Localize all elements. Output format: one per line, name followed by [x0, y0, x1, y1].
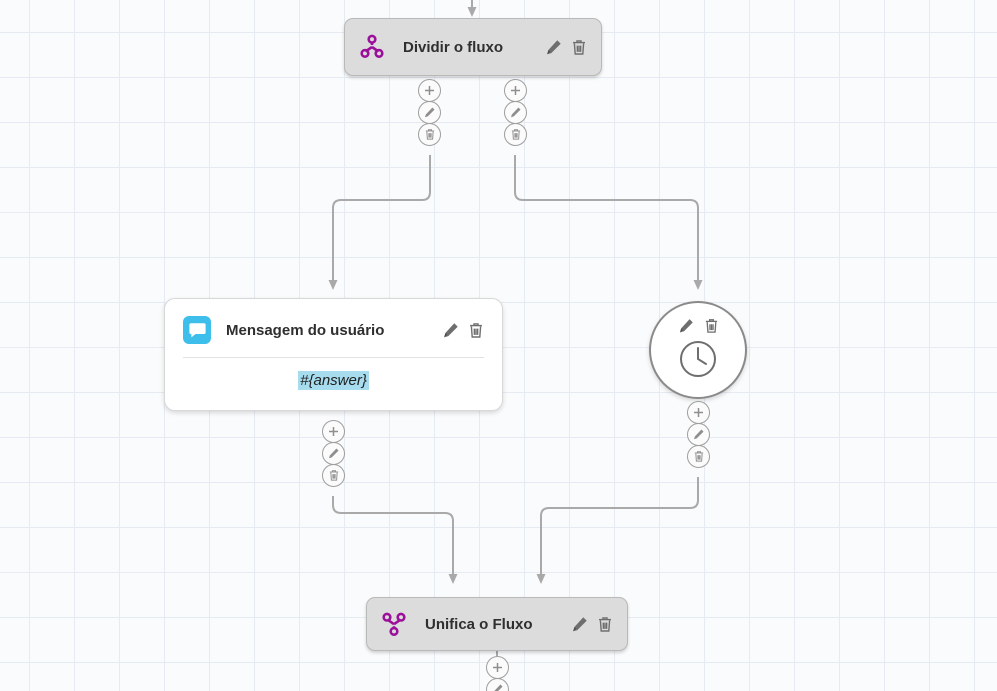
add-node-button[interactable]	[322, 420, 345, 443]
edge-split-to-timer	[514, 155, 703, 290]
delete-edge-button[interactable]	[322, 464, 345, 487]
edit-edge-button[interactable]	[486, 678, 509, 691]
edge-timer-to-merge	[536, 477, 699, 584]
pencil-icon[interactable]	[678, 318, 694, 334]
pencil-icon[interactable]	[545, 39, 562, 56]
node-unifica-o-fluxo[interactable]: Unifica o Fluxo	[366, 597, 628, 651]
node-title: Mensagem do usuário	[226, 321, 385, 339]
add-node-button[interactable]	[486, 656, 509, 679]
connector-stack-timer[interactable]	[687, 401, 710, 468]
pencil-icon[interactable]	[571, 616, 588, 633]
merge-branch-icon	[381, 611, 407, 637]
trash-icon[interactable]	[704, 318, 719, 334]
trash-icon[interactable]	[571, 39, 587, 56]
node-title: Dividir o fluxo	[403, 38, 504, 56]
connector-stack-split-left[interactable]	[418, 79, 441, 146]
add-node-button[interactable]	[504, 79, 527, 102]
node-title: Unifica o Fluxo	[425, 615, 533, 633]
trash-icon[interactable]	[597, 616, 613, 633]
node-dividir-o-fluxo[interactable]: Dividir o fluxo	[344, 18, 602, 76]
edit-edge-button[interactable]	[322, 442, 345, 465]
trash-icon[interactable]	[468, 322, 484, 339]
connector-stack-message[interactable]	[322, 420, 345, 487]
timer-tools	[678, 318, 719, 334]
variable-token: #{answer}	[298, 371, 369, 390]
edge-message-to-merge	[332, 496, 458, 584]
chat-bubble-icon	[183, 316, 211, 344]
delete-edge-button[interactable]	[504, 123, 527, 146]
node-timer[interactable]	[649, 301, 747, 399]
edit-edge-button[interactable]	[687, 423, 710, 446]
delete-edge-button[interactable]	[687, 445, 710, 468]
edit-edge-button[interactable]	[504, 101, 527, 124]
pencil-icon[interactable]	[442, 322, 459, 339]
edge-split-to-message	[328, 155, 431, 290]
delete-edge-button[interactable]	[418, 123, 441, 146]
node-mensagem-do-usuario[interactable]: Mensagem do usuário	[164, 298, 503, 411]
connector-stack-split-right[interactable]	[504, 79, 527, 146]
edit-edge-button[interactable]	[418, 101, 441, 124]
add-node-button[interactable]	[418, 79, 441, 102]
card-body: #{answer}	[165, 358, 502, 410]
split-branch-icon	[359, 34, 385, 60]
clock-icon	[676, 337, 720, 386]
add-node-button[interactable]	[687, 401, 710, 424]
divider	[183, 357, 484, 358]
card-header: Mensagem do usuário	[165, 299, 502, 344]
connector-stack-merge[interactable]	[486, 656, 509, 691]
